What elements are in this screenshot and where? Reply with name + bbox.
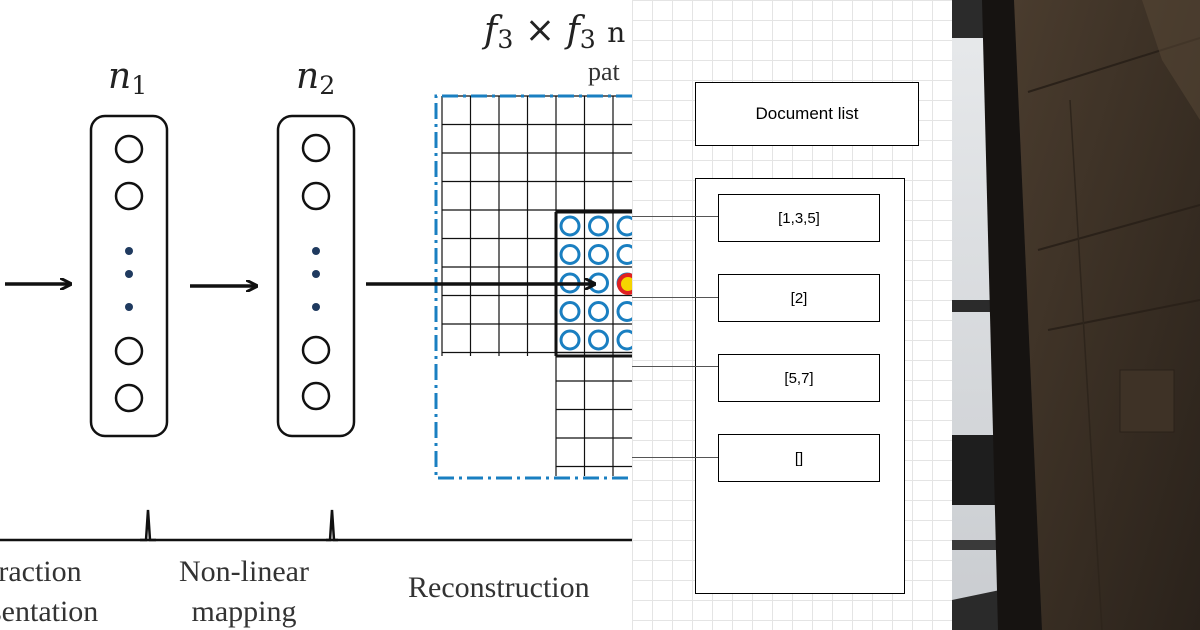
- ellipsis-dot: [312, 303, 320, 311]
- patch-sample: [588, 215, 609, 237]
- ellipsis-dot: [125, 247, 133, 255]
- patch-frame: [434, 94, 632, 480]
- neuron: [114, 336, 144, 366]
- timeline-tick: [326, 509, 338, 542]
- patch-size-label-line2: pat: [588, 57, 620, 86]
- pointer-line: [632, 457, 718, 458]
- patch-sample: [559, 215, 581, 237]
- document-entry: [2]: [718, 274, 880, 322]
- stage-nonlinear-mapping: Non-linear mapping: [179, 555, 309, 628]
- photo-illustration: [952, 0, 1200, 630]
- layer-n2-label: n2: [296, 56, 336, 100]
- patch-sample: [588, 301, 609, 322]
- ellipsis-dot: [125, 270, 133, 278]
- neuron: [114, 181, 144, 211]
- ellipsis-dot: [312, 247, 320, 255]
- neuron: [301, 335, 331, 365]
- document-entry: [5,7]: [718, 354, 880, 402]
- patch-sample: [616, 244, 632, 265]
- pointer-line: [632, 366, 718, 367]
- patch-sample: [616, 329, 632, 351]
- neuron: [301, 181, 331, 211]
- pointer-line: [632, 297, 718, 298]
- patch-sample: [588, 329, 609, 351]
- patch-size-label: f3 × f3 n: [484, 10, 626, 54]
- timeline-tick: [140, 509, 156, 542]
- pointer-line: [632, 216, 718, 217]
- document-list-panel: Document list [1,3,5] [2] [5,7] []: [632, 0, 952, 630]
- ellipsis-dot: [312, 270, 320, 278]
- patch-sample: [588, 244, 609, 265]
- reconstruction-grid: [441, 95, 632, 476]
- concrete-column-photo: [952, 0, 1200, 630]
- stage-reconstruction: Reconstruction: [408, 571, 590, 604]
- patch-sample: [616, 215, 632, 237]
- ellipsis-dot: [125, 303, 133, 311]
- neuron: [301, 381, 331, 411]
- patch-sample: [559, 244, 581, 265]
- document-list-header: Document list: [695, 82, 919, 146]
- neuron: [114, 134, 144, 164]
- layer-n1-label: n1: [108, 56, 148, 100]
- neuron: [114, 383, 144, 413]
- layer-n1-box: [89, 114, 169, 438]
- center-sample: [617, 273, 632, 295]
- patch-sample: [616, 301, 632, 322]
- document-entry: []: [718, 434, 880, 482]
- patch-sample: [559, 329, 581, 351]
- neuron: [301, 133, 331, 163]
- network-diagram: [0, 94, 632, 542]
- layer-n2-box: [276, 114, 356, 438]
- patch-sample: [559, 301, 581, 322]
- document-entry: [1,3,5]: [718, 194, 880, 242]
